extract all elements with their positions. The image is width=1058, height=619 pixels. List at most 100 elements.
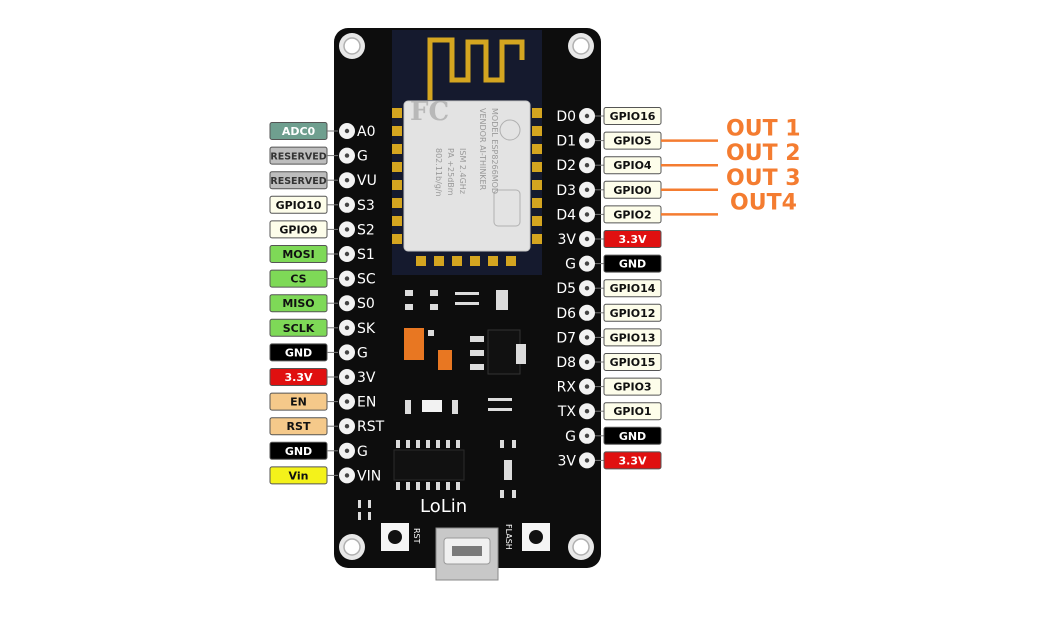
pin-function-tag: GPIO10 xyxy=(269,195,328,214)
rst-button-label: RST xyxy=(412,528,421,544)
module-pa-text: PA +25dBm xyxy=(446,148,455,196)
pin-function-tag: SCLK xyxy=(269,318,328,337)
pin-pad-icon xyxy=(339,172,355,189)
pin-function-label: RST xyxy=(287,420,311,433)
pin-label: D8 xyxy=(556,355,576,371)
pin-function-tag: GND xyxy=(269,441,328,460)
pin-function-label: GPIO3 xyxy=(613,381,651,394)
pin-pad-icon xyxy=(579,329,595,346)
pin-pad-icon xyxy=(339,344,355,361)
output-label: OUT 1 xyxy=(726,117,801,142)
module-pads-left xyxy=(392,108,402,244)
pin-function-label: GND xyxy=(619,430,646,443)
pin-pad-icon xyxy=(579,304,595,321)
pin-pad-icon xyxy=(579,231,595,247)
pin-pad-icon xyxy=(579,354,595,370)
module-pads-bottom xyxy=(416,256,516,266)
output-label: OUT 3 xyxy=(726,166,801,191)
pin-label: D2 xyxy=(556,158,576,174)
pin-pad-icon xyxy=(579,132,595,149)
output-label: OUT 2 xyxy=(726,141,801,166)
pin-function-label: GPIO16 xyxy=(610,110,656,123)
pin-function-tag: GPIO0 xyxy=(603,180,662,199)
pin-function-label: EN xyxy=(290,396,307,409)
pin-function-tag: GPIO12 xyxy=(603,303,662,322)
pin-label: D4 xyxy=(556,207,576,223)
pin-function-label: GPIO9 xyxy=(279,223,317,236)
pin-function-tag: GPIO16 xyxy=(603,107,662,125)
mounting-hole-icon xyxy=(339,33,365,59)
pin-pad-icon xyxy=(579,108,595,124)
pin-function-label: GPIO13 xyxy=(610,331,656,344)
fcc-logo-icon: FC xyxy=(410,97,449,127)
pin-function-tag: ADC0 xyxy=(269,122,328,140)
pin-pad-icon xyxy=(579,157,595,174)
pin-function-tag: EN xyxy=(269,392,328,411)
micro-usb-port-icon[interactable] xyxy=(435,527,499,581)
module-pads-right xyxy=(532,108,542,244)
pin-function-tag: RST xyxy=(269,417,328,436)
pin-function-tag: MISO xyxy=(269,294,328,313)
pin-pad-icon xyxy=(339,246,355,262)
pin-function-tag: RESERVED xyxy=(269,146,328,165)
pin-function-label: GPIO10 xyxy=(276,199,322,212)
pin-label: D3 xyxy=(556,183,576,199)
pin-pad-icon xyxy=(339,221,355,238)
pin-pad-icon xyxy=(579,403,595,420)
output-annotation: OUT4 xyxy=(661,190,797,216)
pin-pad-icon xyxy=(339,147,355,164)
output-label: OUT4 xyxy=(730,190,797,215)
right-pin-row: RX GPIO3 xyxy=(557,377,662,396)
output-annotation: OUT 2 xyxy=(661,141,801,167)
pin-function-tag: RESERVED xyxy=(269,171,328,190)
flash-button[interactable] xyxy=(522,523,550,551)
pin-function-label: ADC0 xyxy=(282,125,316,138)
pin-label: G xyxy=(357,345,368,361)
module-std-text: 802.11b/g/n xyxy=(434,148,443,197)
pin-pad-icon xyxy=(579,452,595,469)
output-annotation: OUT 1 xyxy=(661,117,801,142)
pin-function-tag: CS xyxy=(269,269,328,288)
pin-label: VU xyxy=(357,173,377,189)
right-pin-row: D3 GPIO0 xyxy=(556,180,662,199)
pin-function-label: GPIO0 xyxy=(613,184,652,197)
pin-pad-icon xyxy=(579,280,595,297)
pin-function-label: GPIO14 xyxy=(610,282,656,295)
pin-label: RX xyxy=(557,380,577,396)
pin-pad-icon xyxy=(339,393,355,410)
pin-function-tag: 3.3V xyxy=(603,230,662,248)
pin-function-tag: GPIO3 xyxy=(603,377,662,396)
module-model-text: MODEL ESP8266MOD xyxy=(490,108,499,194)
pin-pad-icon xyxy=(339,196,355,213)
right-pin-row: G GND xyxy=(565,254,662,273)
pin-label: G xyxy=(565,257,576,273)
rst-button[interactable] xyxy=(381,523,409,551)
pin-function-label: GPIO2 xyxy=(613,208,651,221)
mounting-hole-icon xyxy=(568,33,594,59)
pin-function-label: MISO xyxy=(282,297,314,310)
pin-pad-icon xyxy=(339,295,355,312)
module-shield xyxy=(403,100,531,252)
pin-label: G xyxy=(357,149,368,165)
pin-function-label: GND xyxy=(619,258,646,271)
vendor-logo-icon xyxy=(499,119,521,141)
pin-label: D5 xyxy=(556,281,576,297)
pin-pad-icon xyxy=(339,418,355,435)
pin-function-label: 3.3V xyxy=(619,454,647,467)
